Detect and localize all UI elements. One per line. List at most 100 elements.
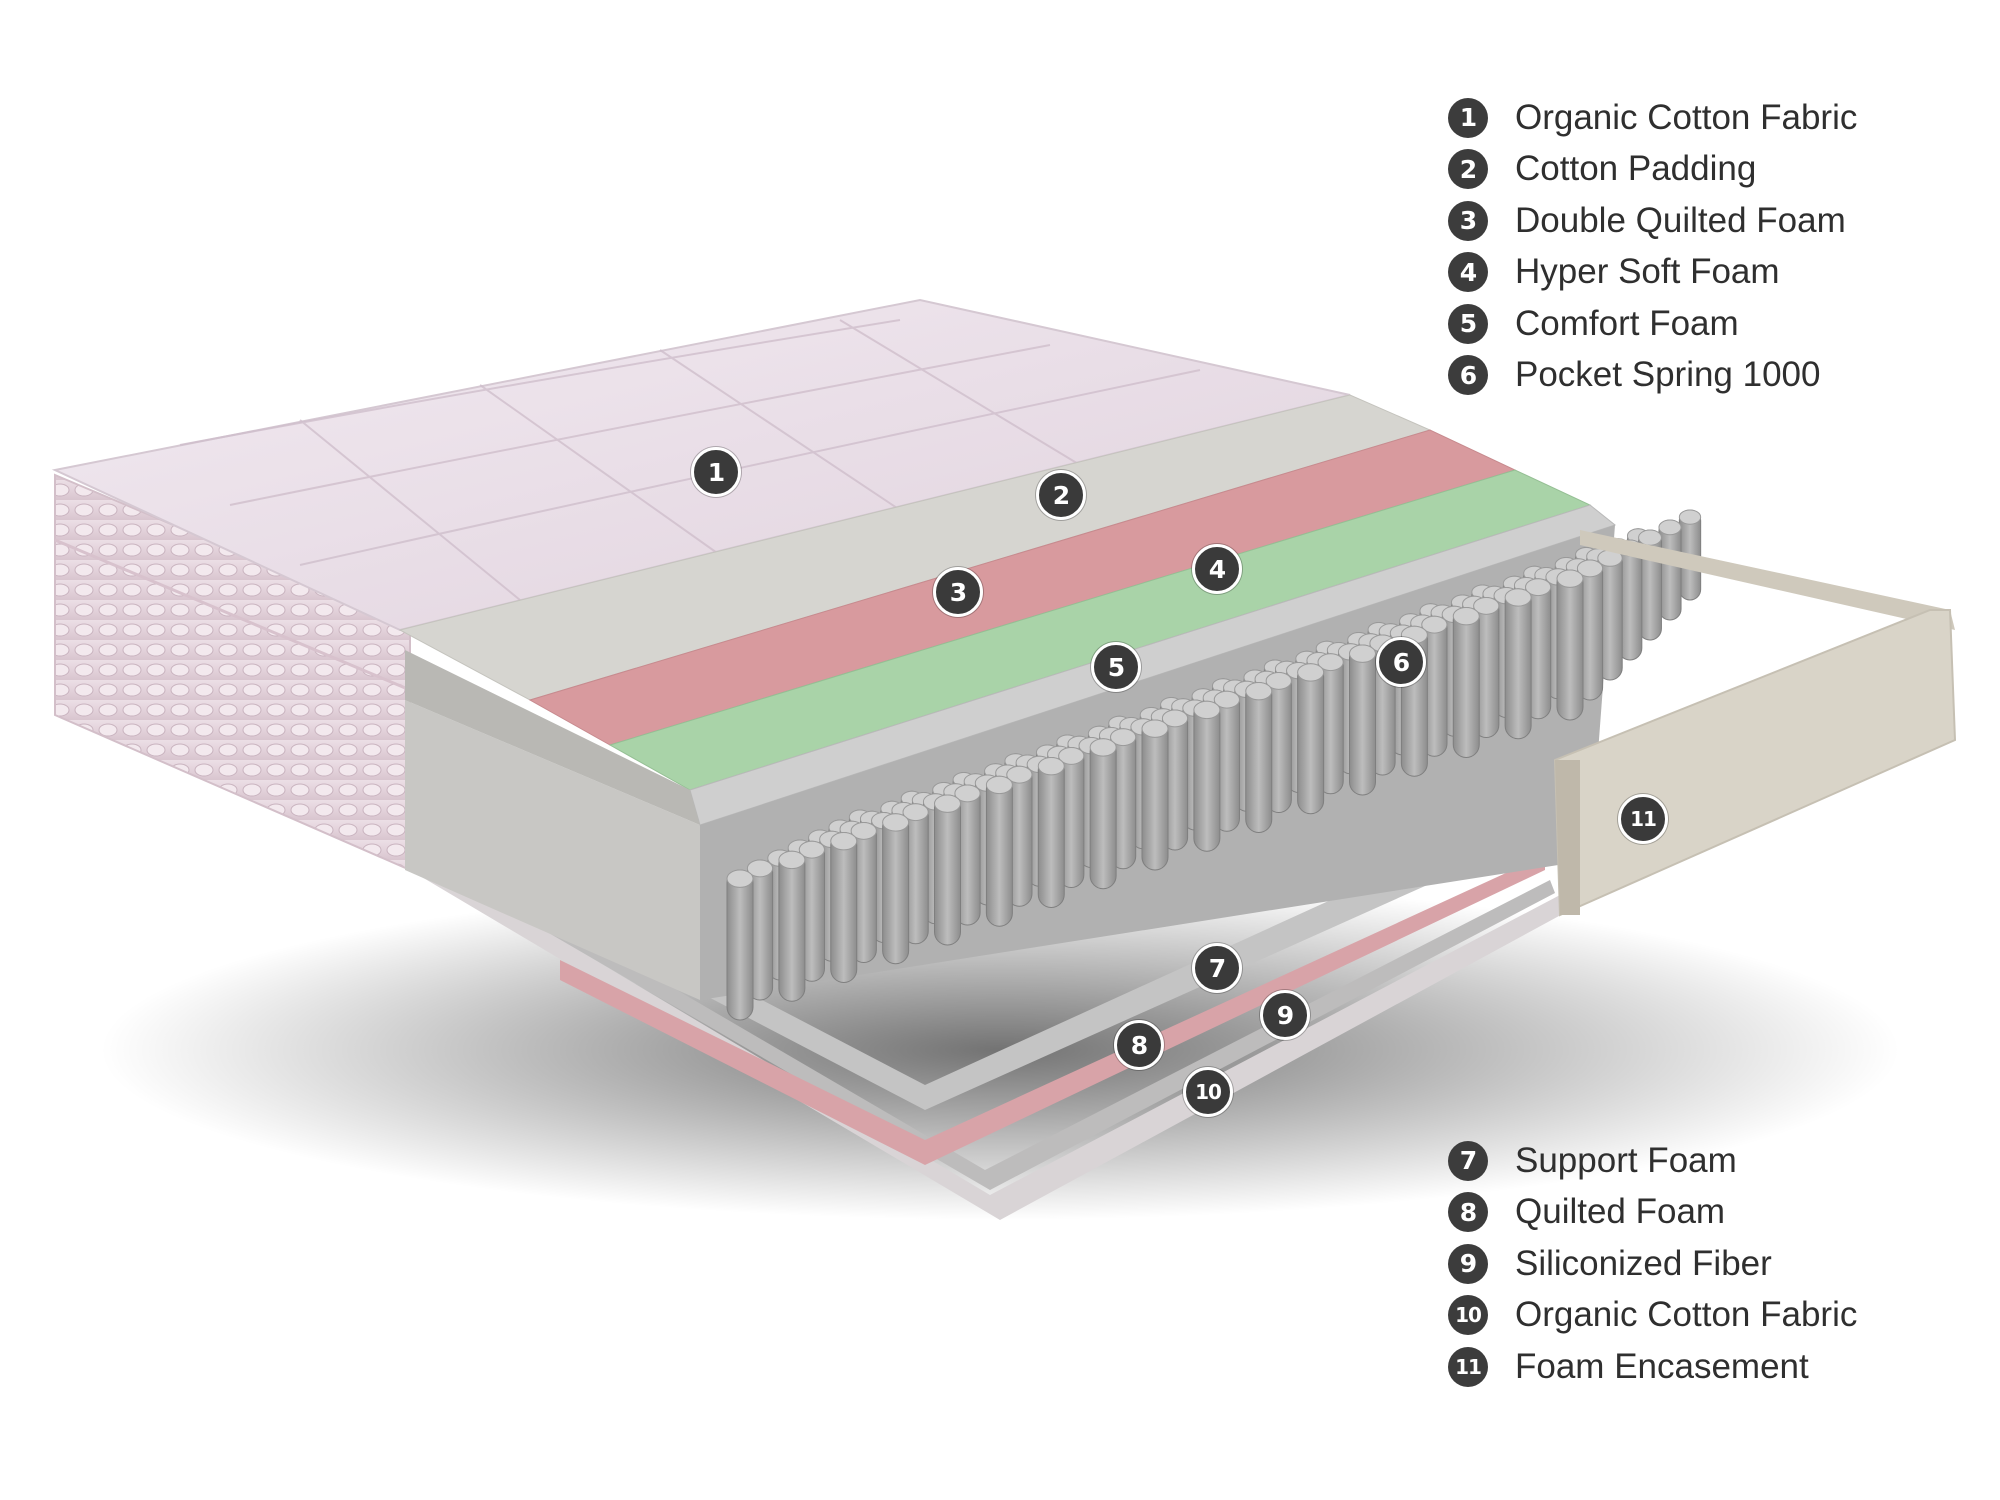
legend-item: 4 Hyper Soft Foam: [1448, 247, 1857, 299]
pocket-spring-top: [1006, 765, 1033, 784]
callout-8: 8: [1114, 1020, 1164, 1070]
pocket-spring: [726, 869, 754, 1021]
pocket-spring: [1452, 607, 1480, 758]
pocket-spring-top: [1193, 700, 1221, 720]
callout-4: 4: [1192, 544, 1242, 594]
pocket-spring: [1037, 757, 1065, 908]
pocket-spring-top: [726, 869, 754, 888]
pocket-spring-top: [1213, 690, 1240, 709]
pocket-spring-top: [1161, 709, 1189, 728]
pocket-spring-top: [1265, 672, 1292, 690]
pocket-spring-top: [830, 832, 858, 851]
pocket-spring-top: [1473, 597, 1500, 615]
legend-label: Siliconized Fiber: [1515, 1243, 1772, 1283]
legend-label: Pocket Spring 1000: [1515, 355, 1821, 395]
front-foam-edge: [405, 700, 700, 1000]
layer-foam-encasement: [1580, 530, 1955, 630]
pocket-spring-top: [1658, 519, 1682, 536]
legend-label: Foam Encasement: [1515, 1346, 1809, 1386]
number-badge: 4: [1448, 252, 1488, 293]
pocket-spring-top: [850, 822, 877, 840]
pocket-spring-top: [1297, 663, 1325, 682]
number-badge: 10: [1448, 1295, 1488, 1336]
number-badge: 7: [1448, 1140, 1488, 1181]
pocket-spring-top: [1110, 728, 1137, 747]
pocket-spring: [1141, 719, 1169, 871]
pocket-spring-top: [1349, 644, 1376, 663]
pocket-spring-top: [1421, 615, 1448, 634]
number-badge: 2: [1448, 149, 1488, 190]
pocket-spring: [1193, 700, 1221, 852]
pocket-spring-top: [1452, 607, 1480, 626]
callout-10: 10: [1183, 1067, 1233, 1117]
callout-6: 6: [1376, 637, 1426, 687]
callout-3: 3: [933, 567, 983, 617]
legend-label: Comfort Foam: [1515, 303, 1739, 343]
number-badge: 1: [1448, 97, 1488, 138]
callout-2: 2: [1036, 470, 1086, 520]
number-badge: 3: [1448, 200, 1488, 241]
layer-organic-cotton-bottom: [410, 850, 1570, 1220]
legend-label: Organic Cotton Fabric: [1515, 1295, 1858, 1335]
pocket-spring: [830, 832, 858, 983]
pocket-spring-top: [798, 840, 825, 859]
callout-5: 5: [1091, 642, 1141, 692]
pocket-spring: [1297, 663, 1325, 815]
pocket-spring-top: [1089, 738, 1117, 757]
pocket-spring-top: [1504, 588, 1532, 607]
legend-item: 6 Pocket Spring 1000: [1448, 350, 1857, 402]
legend-label: Organic Cotton Fabric: [1515, 97, 1858, 137]
pocket-spring-top: [902, 803, 929, 822]
number-badge: 8: [1448, 1192, 1488, 1233]
pocket-spring-top: [882, 813, 910, 832]
pocket-spring: [882, 813, 910, 965]
pocket-spring: [1504, 588, 1532, 740]
pocket-spring-top: [985, 775, 1013, 795]
callout-7: 7: [1192, 943, 1242, 993]
legend-item: 11 Foam Encasement: [1448, 1341, 1857, 1393]
pocket-spring-top: [1245, 682, 1273, 701]
pocket-spring-top: [1058, 747, 1085, 765]
legend-label: Hyper Soft Foam: [1515, 252, 1780, 292]
legend-item: 1 Organic Cotton Fabric: [1448, 92, 1857, 144]
number-badge: 6: [1448, 355, 1488, 396]
legend-label: Support Foam: [1515, 1140, 1737, 1180]
pocket-spring: [934, 794, 961, 946]
legend-item: 3 Double Quilted Foam: [1448, 195, 1857, 247]
pocket-spring: [1349, 644, 1376, 796]
legend-item: 5 Comfort Foam: [1448, 298, 1857, 350]
number-badge: 11: [1448, 1346, 1488, 1387]
pocket-spring: [985, 775, 1013, 927]
legend-bottom-layers: 7 Support Foam 8 Quilted Foam 9 Siliconized…: [1448, 1135, 1857, 1393]
pocket-spring-top: [954, 784, 981, 803]
callout-1: 1: [691, 447, 741, 497]
pocket-spring-top: [746, 859, 774, 878]
legend-label: Double Quilted Foam: [1515, 200, 1846, 240]
legend-top-layers: 1 Organic Cotton Fabric 2 Cotton Padding 3…: [1448, 92, 1857, 401]
legend-label: Quilted Foam: [1515, 1192, 1726, 1232]
legend-item: 7 Support Foam: [1448, 1135, 1857, 1187]
legend-label: Cotton Padding: [1515, 149, 1757, 189]
callout-11: 11: [1618, 794, 1668, 844]
pocket-spring-top: [1525, 578, 1552, 597]
legend-item: 8 Quilted Foam: [1448, 1187, 1857, 1239]
pocket-spring: [778, 850, 806, 1002]
pocket-spring-top: [1556, 569, 1584, 588]
pocket-spring: [1245, 682, 1273, 833]
number-badge: 5: [1448, 303, 1488, 344]
layer-quilted-foam-bottom: [560, 855, 1545, 1165]
pocket-spring-top: [1576, 559, 1604, 578]
pocket-spring-top: [1317, 653, 1344, 672]
legend-item: 9 Siliconized Fiber: [1448, 1238, 1857, 1290]
pocket-spring-top: [1037, 757, 1065, 776]
pocket-spring-top: [1678, 509, 1702, 525]
pocket-spring-top: [1141, 719, 1169, 738]
pocket-spring-top: [778, 850, 806, 870]
number-badge: 9: [1448, 1243, 1488, 1284]
legend-item: 10 Organic Cotton Fabric: [1448, 1290, 1857, 1342]
pocket-spring-top: [1638, 529, 1662, 546]
pocket-spring: [1089, 738, 1117, 890]
legend-item: 2 Cotton Padding: [1448, 144, 1857, 196]
pocket-spring-top: [934, 794, 961, 813]
callout-9: 9: [1260, 990, 1310, 1040]
